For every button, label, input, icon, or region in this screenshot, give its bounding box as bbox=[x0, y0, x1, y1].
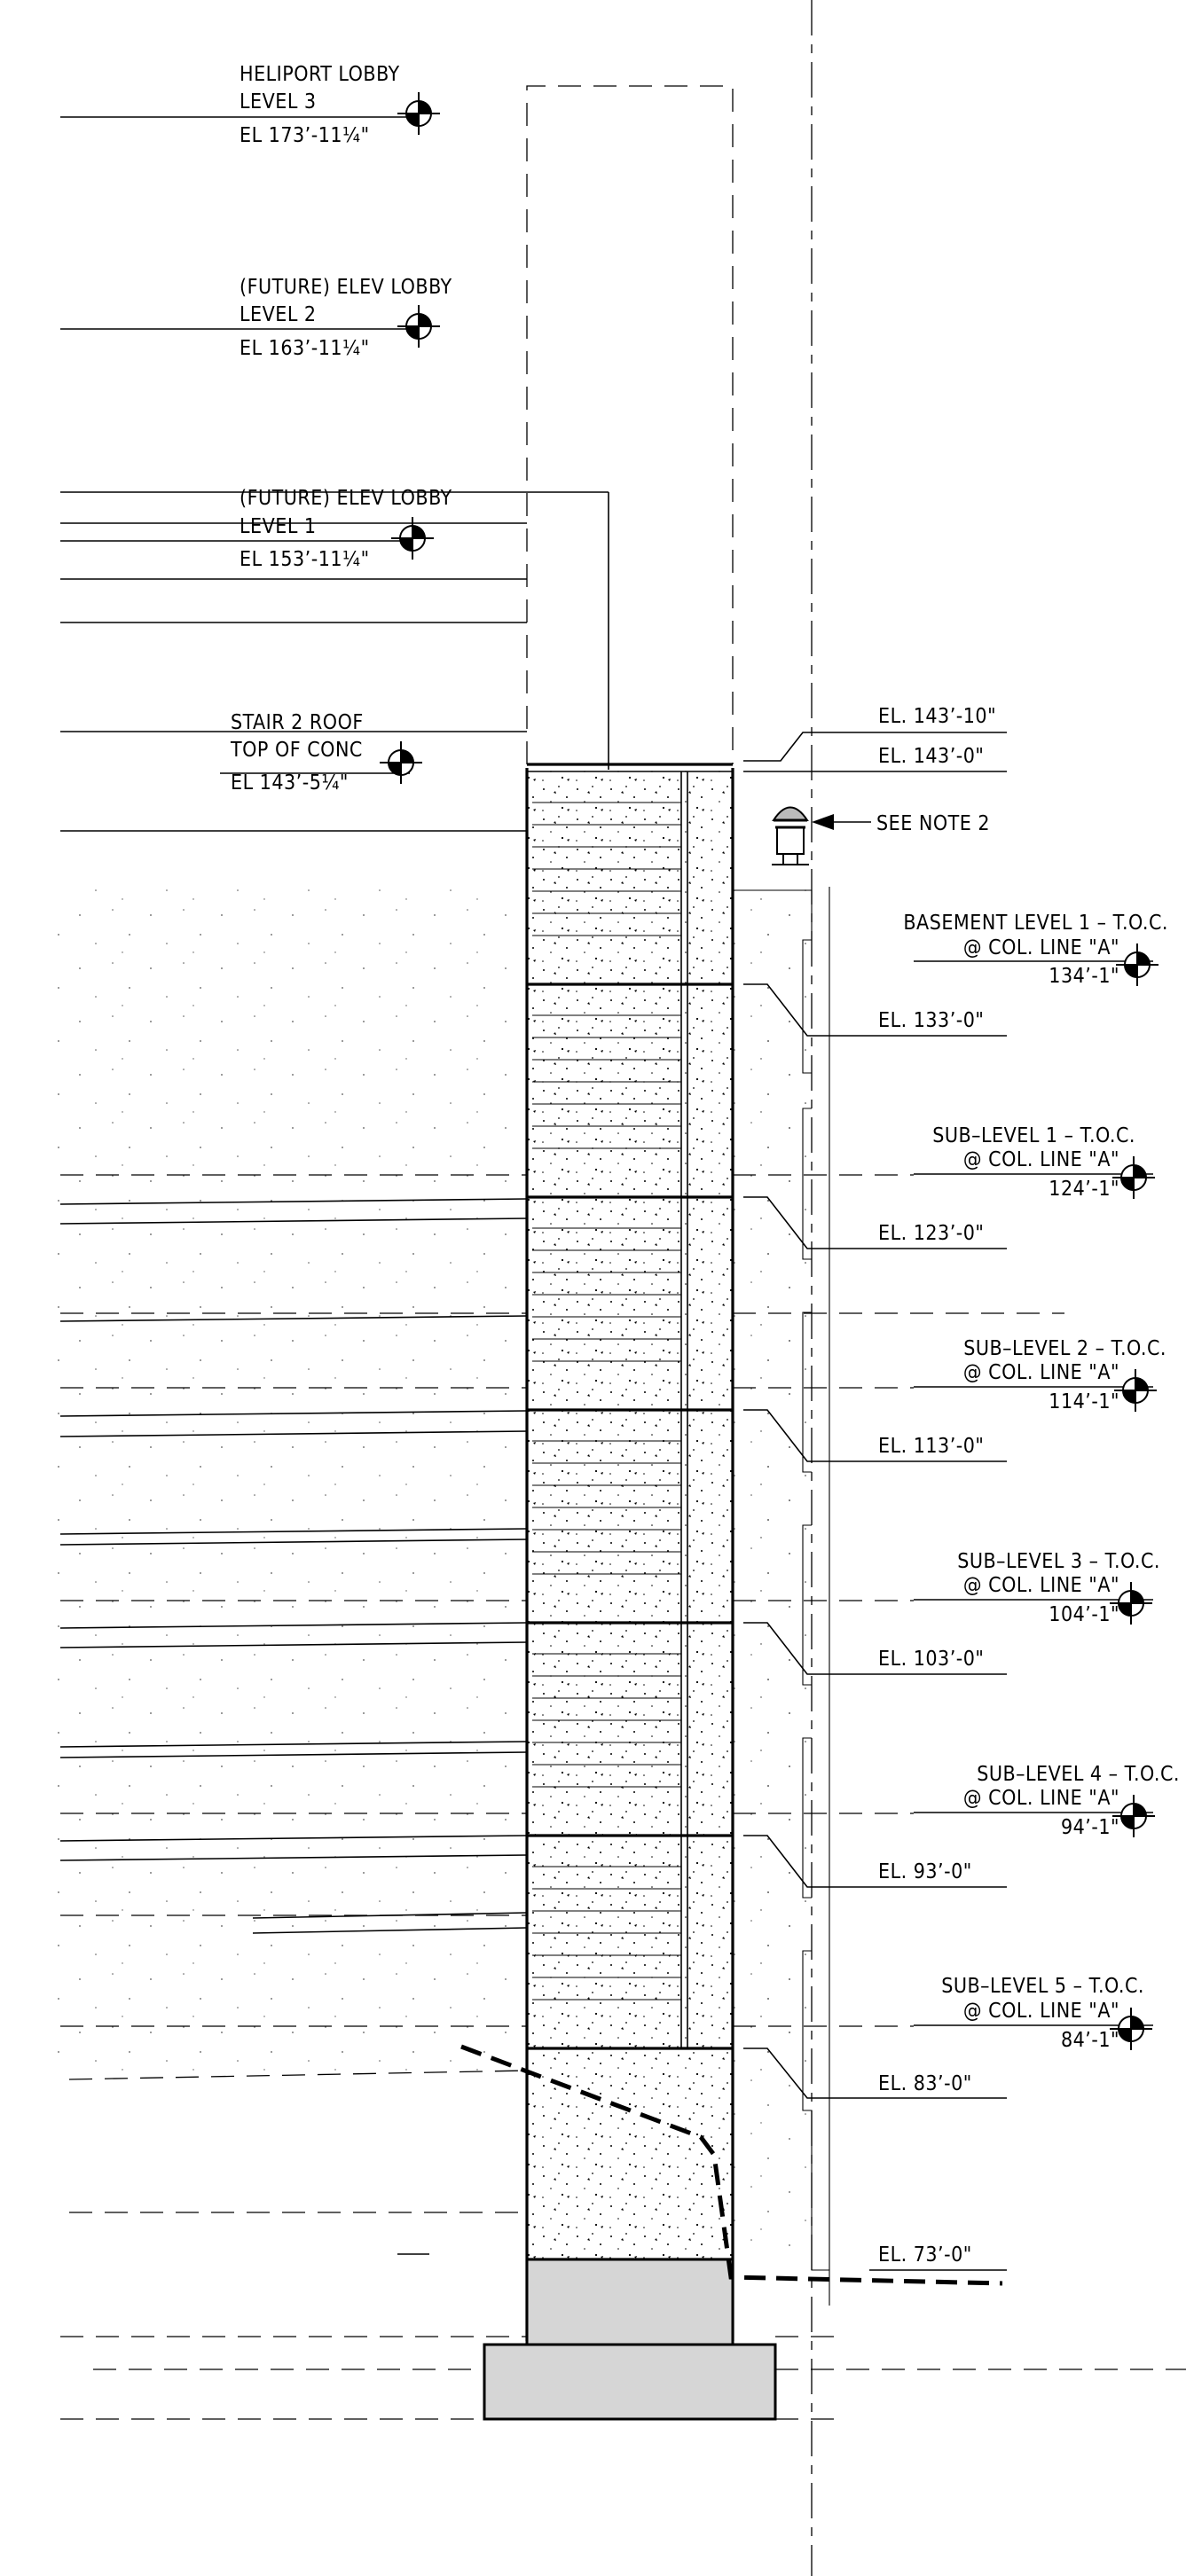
toc-sub-level-3: SUB–LEVEL 3 – T.O.C. @ COL. LINE "A" 104… bbox=[914, 1550, 1160, 1626]
svg-text:EL. 73’-0": EL. 73’-0" bbox=[878, 2243, 972, 2267]
svg-text:134’-1": 134’-1" bbox=[1049, 965, 1119, 988]
elevation-target-icon bbox=[397, 304, 441, 348]
svg-text:SUB–LEVEL 1 – T.O.C.: SUB–LEVEL 1 – T.O.C. bbox=[932, 1124, 1135, 1147]
svg-text:EL. 123’-0": EL. 123’-0" bbox=[878, 1222, 984, 1245]
svg-text:EL. 103’-0": EL. 103’-0" bbox=[878, 1648, 984, 1671]
svg-text:SEE NOTE 2: SEE NOTE 2 bbox=[876, 812, 990, 835]
svg-text:EL. 113’-0": EL. 113’-0" bbox=[878, 1435, 984, 1458]
base-slab bbox=[525, 2258, 734, 2346]
retaining-wall bbox=[733, 890, 816, 2256]
right-elevation-labels: EL. 143’-10" EL. 143’-0" EL. 133’-0" EL.… bbox=[878, 705, 996, 2267]
toc-basement-level-1: BASEMENT LEVEL 1 – T.O.C. @ COL. LINE "A… bbox=[903, 912, 1168, 988]
toc-sub-level-1: SUB–LEVEL 1 – T.O.C. @ COL. LINE "A" 124… bbox=[914, 1124, 1156, 1201]
svg-text:94’-1": 94’-1" bbox=[1061, 1816, 1119, 1839]
upper-level-leaders bbox=[60, 116, 609, 832]
svg-text:@ COL. LINE "A": @ COL. LINE "A" bbox=[963, 1148, 1119, 1171]
svg-text:@ COL. LINE "A": @ COL. LINE "A" bbox=[963, 1787, 1119, 1810]
label-stair-2-roof: STAIR 2 ROOF TOP OF CONC EL 143’-5¼" bbox=[230, 711, 423, 795]
svg-text:(FUTURE) ELEV LOBBY: (FUTURE) ELEV LOBBY bbox=[240, 487, 452, 510]
svg-text:EL 143’-5¼": EL 143’-5¼" bbox=[231, 771, 349, 795]
roof-vent-icon bbox=[772, 806, 809, 865]
svg-text:EL. 143’-10": EL. 143’-10" bbox=[878, 705, 996, 728]
soil-hatch bbox=[53, 887, 514, 2075]
svg-text:EL. 143’-0": EL. 143’-0" bbox=[878, 745, 984, 768]
svg-text:STAIR 2 ROOF: STAIR 2 ROOF bbox=[231, 711, 364, 734]
svg-text:SUB–LEVEL 5 – T.O.C.: SUB–LEVEL 5 – T.O.C. bbox=[941, 1975, 1144, 1998]
label-future-elev-lobby-2: (FUTURE) ELEV LOBBY LEVEL 2 EL 163’-11¼" bbox=[240, 276, 452, 360]
svg-text:SUB–LEVEL 2 – T.O.C.: SUB–LEVEL 2 – T.O.C. bbox=[963, 1337, 1166, 1360]
svg-text:HELIPORT LOBBY: HELIPORT LOBBY bbox=[240, 63, 400, 86]
stair-core-walls bbox=[525, 763, 734, 2341]
svg-text:EL 153’-11¼": EL 153’-11¼" bbox=[240, 548, 370, 571]
stair-treads bbox=[532, 802, 681, 2001]
svg-text:124’-1": 124’-1" bbox=[1049, 1178, 1119, 1201]
stair-core-fill bbox=[527, 770, 733, 2259]
label-future-elev-lobby-1: (FUTURE) ELEV LOBBY LEVEL 1 EL 153’-11¼" bbox=[240, 487, 452, 571]
svg-text:EL. 83’-0": EL. 83’-0" bbox=[878, 2072, 972, 2095]
svg-text:EL 173’-11¼": EL 173’-11¼" bbox=[240, 124, 370, 147]
elevation-target-icon bbox=[1113, 1368, 1158, 1413]
svg-text:EL. 133’-0": EL. 133’-0" bbox=[878, 1009, 984, 1032]
right-elevation-leaders bbox=[743, 732, 1007, 2271]
elevation-target-icon bbox=[397, 91, 441, 136]
svg-text:84’-1": 84’-1" bbox=[1061, 2029, 1119, 2052]
label-heliport-lobby: HELIPORT LOBBY LEVEL 3 EL 173’-11¼" bbox=[240, 63, 441, 147]
svg-text:BASEMENT LEVEL 1 – T.O.C.: BASEMENT LEVEL 1 – T.O.C. bbox=[903, 912, 1168, 935]
svg-text:EL 163’-11¼": EL 163’-11¼" bbox=[240, 337, 370, 360]
svg-text:LEVEL 3: LEVEL 3 bbox=[240, 90, 317, 114]
elevation-target-icon bbox=[379, 740, 423, 785]
svg-text:@ COL. LINE "A": @ COL. LINE "A" bbox=[963, 2000, 1119, 2023]
right-extension-lines bbox=[733, 1174, 1064, 2027]
svg-text:EL. 93’-0": EL. 93’-0" bbox=[878, 1860, 972, 1883]
svg-text:LEVEL 2: LEVEL 2 bbox=[240, 303, 317, 326]
toc-sub-level-4: SUB–LEVEL 4 – T.O.C. @ COL. LINE "A" 94’… bbox=[914, 1763, 1180, 1839]
toc-sub-level-5: SUB–LEVEL 5 – T.O.C. @ COL. LINE "A" 84’… bbox=[914, 1975, 1153, 2052]
retaining-wall-stepped-edge bbox=[733, 887, 830, 2306]
svg-text:SUB–LEVEL 4 – T.O.C.: SUB–LEVEL 4 – T.O.C. bbox=[977, 1763, 1180, 1786]
svg-text:104’-1": 104’-1" bbox=[1049, 1603, 1119, 1626]
elevation-target-icon bbox=[1115, 943, 1159, 987]
elevator-shaft-outline bbox=[526, 85, 734, 764]
svg-text:(FUTURE) ELEV LOBBY: (FUTURE) ELEV LOBBY bbox=[240, 276, 452, 299]
svg-text:LEVEL 1: LEVEL 1 bbox=[240, 515, 317, 538]
excavation-line bbox=[460, 2044, 1003, 2286]
toc-sub-level-2: SUB–LEVEL 2 – T.O.C. @ COL. LINE "A" 114… bbox=[914, 1337, 1166, 1413]
svg-text:@ COL. LINE "A": @ COL. LINE "A" bbox=[963, 1574, 1119, 1597]
svg-text:@ COL. LINE "A": @ COL. LINE "A" bbox=[963, 1361, 1119, 1384]
svg-text:SUB–LEVEL 3 – T.O.C.: SUB–LEVEL 3 – T.O.C. bbox=[957, 1550, 1160, 1573]
svg-text:@ COL. LINE "A": @ COL. LINE "A" bbox=[963, 936, 1119, 959]
footing bbox=[483, 2343, 777, 2421]
svg-text:TOP OF CONC: TOP OF CONC bbox=[230, 739, 363, 762]
left-level-leaders bbox=[59, 1174, 1186, 2420]
svg-text:114’-1": 114’-1" bbox=[1049, 1390, 1119, 1413]
note-2-callout: SEE NOTE 2 bbox=[812, 812, 990, 835]
